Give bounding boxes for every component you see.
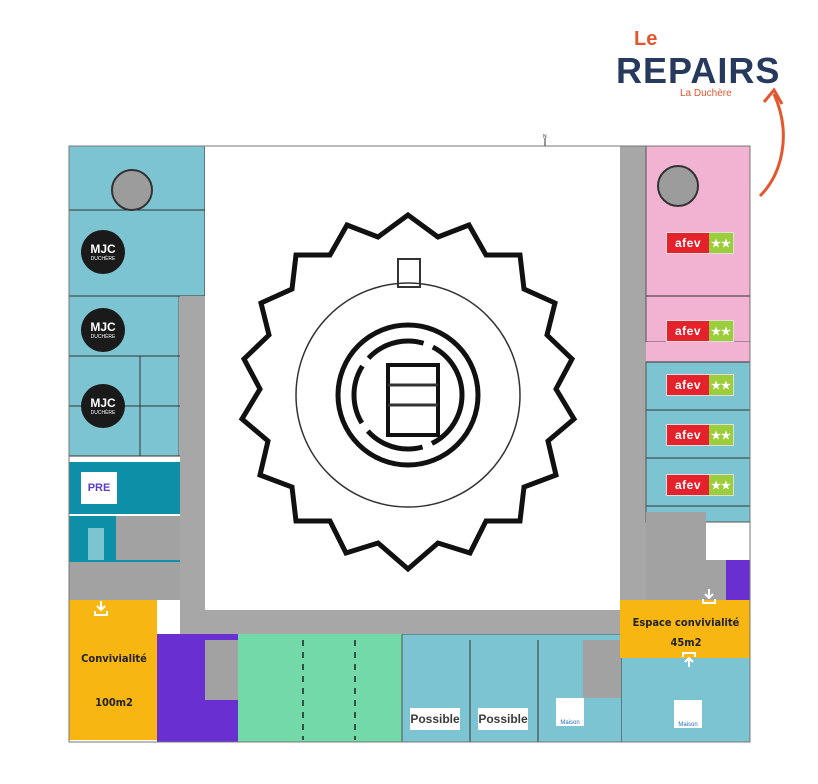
afev-name: afev	[667, 475, 709, 495]
mjc-name: MJC	[90, 241, 116, 256]
room-convivialite-left-name: Convivialité	[81, 652, 147, 665]
mjc-sub: DUCHÈRE	[90, 409, 116, 416]
compass-w: W	[515, 154, 520, 160]
possible-logo: Possible	[410, 708, 460, 730]
logo-sub: La Duchère	[680, 88, 732, 99]
afev-stars: ★★	[709, 425, 733, 445]
room-convivialite-left-area: 100m2	[95, 696, 133, 709]
room-convivialite-right-area: 45m2	[670, 636, 702, 649]
afev-stars: ★★	[709, 375, 733, 395]
entrance-icon	[702, 589, 716, 604]
curved-arrow-icon	[758, 87, 785, 198]
logo-le: Le	[634, 28, 658, 50]
possible-logo: Possible	[478, 708, 528, 730]
compass-e: E	[569, 154, 573, 160]
mjc-logo: MJC DUCHÈRE	[81, 230, 125, 274]
afev-logo: afev ★★	[666, 320, 734, 342]
afev-name: afev	[667, 233, 709, 253]
exit-icon	[682, 652, 696, 667]
compass-icon: N S E W	[515, 134, 573, 188]
mjc-logo: MJC DUCHÈRE	[81, 384, 125, 428]
maison-logo: Maison	[556, 698, 584, 726]
level-label: R+1	[307, 146, 475, 198]
logo-main: REPAIRS	[616, 50, 781, 91]
afev-logo: afev ★★	[666, 474, 734, 496]
afev-name: afev	[667, 375, 709, 395]
entrance-icon	[94, 601, 108, 616]
mjc-name: MJC	[90, 395, 116, 410]
afev-logo: afev ★★	[666, 232, 734, 254]
afev-name: afev	[667, 425, 709, 445]
afev-logo: afev ★★	[666, 374, 734, 396]
compass-s: S	[543, 183, 547, 188]
afev-stars: ★★	[709, 233, 733, 253]
afev-logo: afev ★★	[666, 424, 734, 446]
maison-logo: Maison	[674, 700, 702, 728]
mjc-logo: MJC DUCHÈRE	[81, 308, 125, 352]
afev-name: afev	[667, 321, 709, 341]
afev-stars: ★★	[709, 475, 733, 495]
repairs-logo: Le REPAIRS La Duchère	[612, 22, 779, 102]
pre-logo: PRE	[81, 472, 117, 504]
mjc-sub: DUCHÈRE	[90, 333, 116, 340]
mjc-sub: DUCHÈRE	[90, 255, 116, 262]
room-convivialite-right-name: Espace convivialité	[632, 616, 740, 629]
compass-n: N	[543, 134, 547, 140]
mjc-name: MJC	[90, 319, 116, 334]
afev-stars: ★★	[709, 321, 733, 341]
